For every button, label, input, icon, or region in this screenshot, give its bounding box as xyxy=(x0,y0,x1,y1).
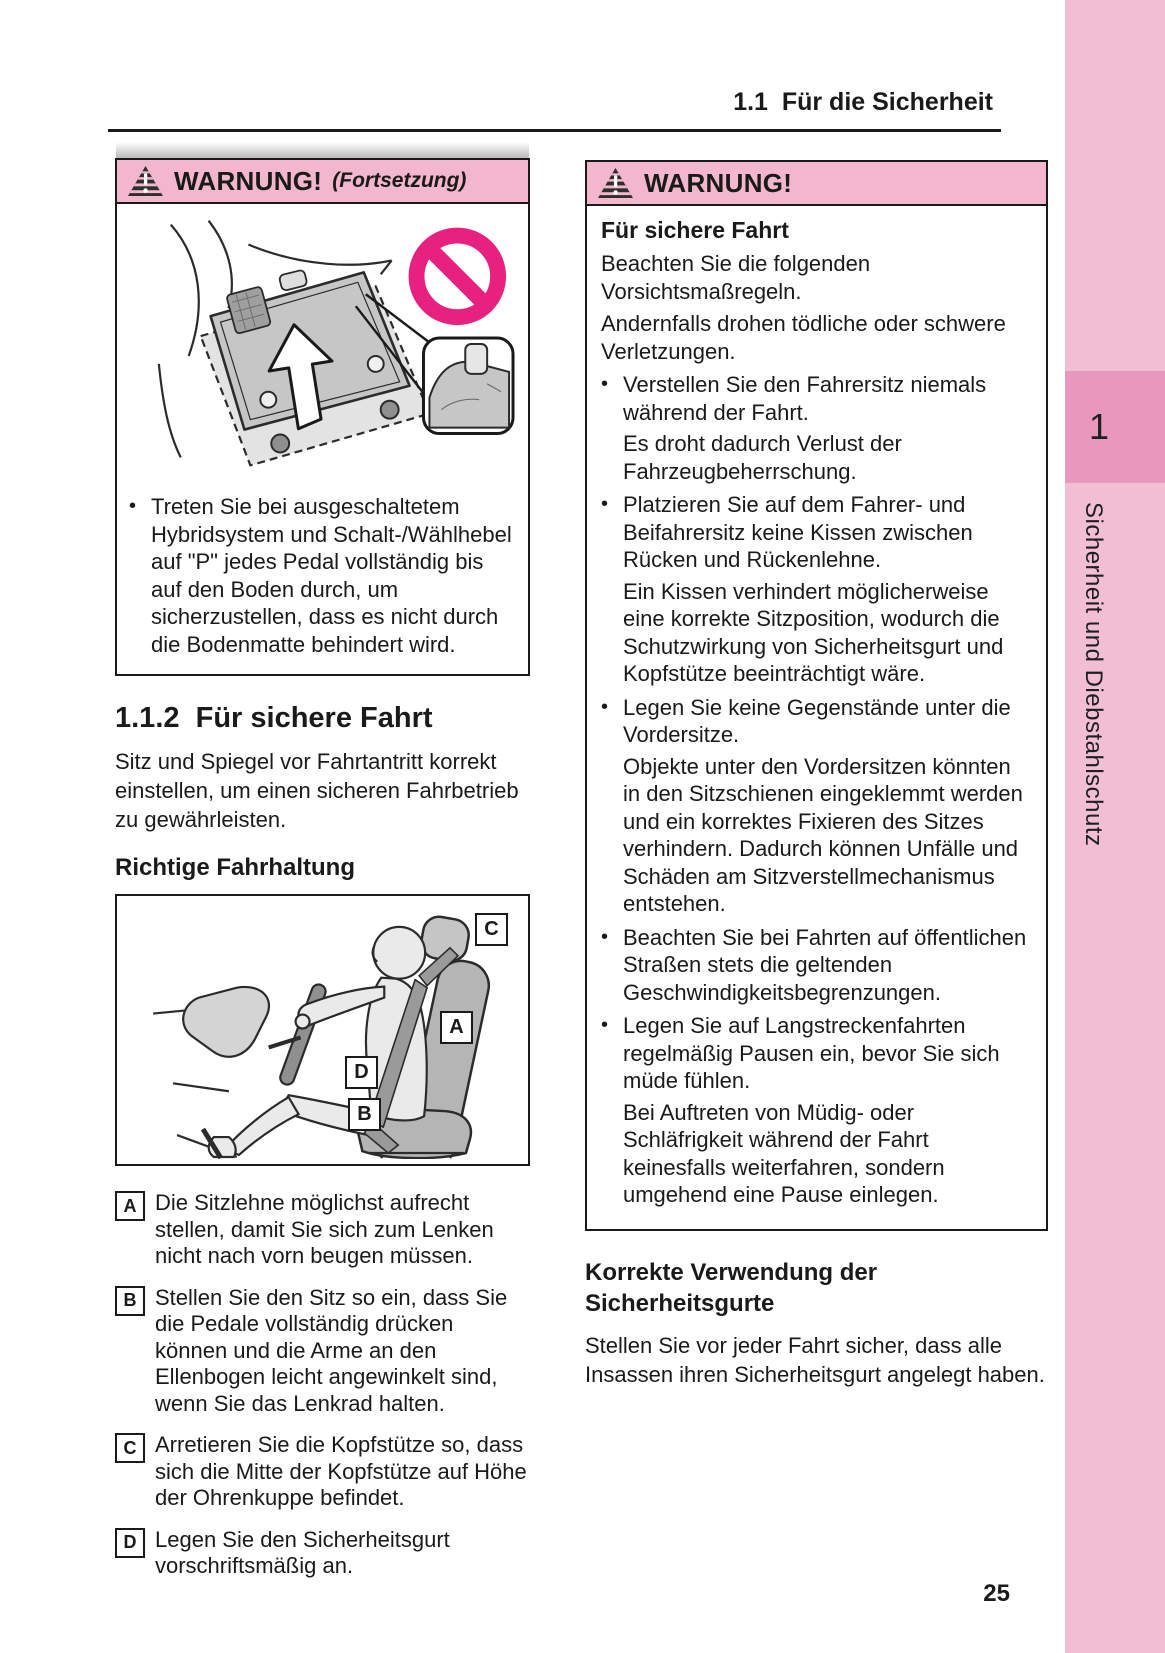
warning-continuation-label: (Fortsetzung) xyxy=(332,169,467,192)
floor-mat-figure xyxy=(157,219,515,467)
no-entry-icon xyxy=(408,227,507,326)
warning-paragraph: Beachten Sie die folgenden Vorsichtsmaßr… xyxy=(601,251,871,304)
item-text: Arretieren Sie die Kopfstütze so, dass s… xyxy=(155,1432,527,1510)
pedal xyxy=(200,1127,224,1160)
chapter-number: 1 xyxy=(1089,406,1110,447)
belt-section-heading: Korrekte Verwendung der Sicherheitsgurte xyxy=(585,1258,878,1317)
mat-hook-slot xyxy=(278,269,308,292)
steering-column xyxy=(268,1035,302,1050)
bullet-dot: • xyxy=(601,373,609,395)
warning-bullet: • Verstellen Sie den Fahrersitz niemals … xyxy=(601,371,1032,426)
page-title: 1.1 Für die Sicherheit xyxy=(733,88,993,116)
warning-bullet: • Legen Sie keine Gegenstände unter die … xyxy=(601,694,1032,749)
warning-body: • Treten Sie bei ausgeschaltetem Hybrids… xyxy=(117,204,528,674)
warning-triangle-icon xyxy=(598,167,633,199)
left-column: WARNUNG! (Fortsetzung) xyxy=(115,142,530,1595)
section-heading: 1.1.2 Für sichere Fahrt xyxy=(115,702,433,734)
list-item: C Arretieren Sie die Kopfstütze so, dass… xyxy=(115,1432,530,1512)
subsection-heading: Richtige Fahrhaltung xyxy=(115,854,355,881)
figure-label-a: A xyxy=(440,1011,473,1044)
page-number: 25 xyxy=(983,1580,1010,1607)
bullet-dot: • xyxy=(601,1014,609,1036)
warning-bullet-text: Verstellen Sie den Fahrersitz niemals wä… xyxy=(623,372,987,425)
bullet-dot: • xyxy=(601,695,609,718)
warning-triangle-icon xyxy=(128,165,163,197)
chapter-sidebar: 1 Sicherheit und Diebstahlschutz xyxy=(1065,0,1165,1653)
bullet-dot: • xyxy=(129,495,137,517)
callout-lines xyxy=(354,293,433,397)
list-item: A Die Sitzlehne möglichst aufrecht stell… xyxy=(115,1190,530,1270)
steering-wheel xyxy=(279,983,327,1086)
mat-eyelet xyxy=(259,390,278,409)
warning-body: Für sichere Fahrt Beachten Sie die folge… xyxy=(587,206,1046,1229)
chapter-vertical-title: Sicherheit und Diebstahlschutz xyxy=(1080,502,1107,847)
item-text: Stellen Sie den Sitz so ein, dass Sie di… xyxy=(155,1284,508,1416)
list-item: D Legen Sie den Sicherheitsgurt vorschri… xyxy=(115,1527,530,1580)
item-text: Legen Sie den Sicherheitsgurt vorschrift… xyxy=(155,1526,450,1579)
warning-bullet-note: Es droht dadurch Verlust der Fahrzeugbeh… xyxy=(623,431,902,484)
warning-bullet: • Treten Sie bei ausgeschaltetem Hybrids… xyxy=(129,493,516,658)
warning-header: WARNUNG! (Fortsetzung) xyxy=(117,160,528,204)
carpet-grommet xyxy=(379,399,400,420)
warning-bullet-note: Ein Kissen verhindert möglicherweise ein… xyxy=(623,578,1004,687)
warning-bullet-note: Bei Auftreten von Müdig- oder Schläfrigk… xyxy=(623,1099,945,1208)
driver-illustration xyxy=(153,915,491,1160)
floor-mat-inner-line xyxy=(219,281,401,421)
warning-subheading: Für sichere Fahrt xyxy=(601,217,789,243)
warning-bullet-text: Legen Sie auf Langstreckenfahrten regelm… xyxy=(623,1013,1000,1093)
warning-bullet: • Platzieren Sie auf dem Fahrer- und Bei… xyxy=(601,491,1032,574)
posture-list: A Die Sitzlehne möglichst aufrecht stell… xyxy=(115,1190,530,1580)
item-text: Die Sitzlehne möglichst aufrecht stellen… xyxy=(155,1190,494,1268)
mat-hook-inset xyxy=(421,336,515,436)
chapter-number-box: 1 xyxy=(1065,371,1165,483)
header-rule xyxy=(108,129,1001,132)
warning-bullet-text: Platzieren Sie auf dem Fahrer- und Beifa… xyxy=(623,492,973,572)
mat-eyelet xyxy=(366,354,385,373)
driving-posture-figure: C A D B xyxy=(115,894,530,1166)
warning-bullet-text: Beachten Sie bei Fahrten auf öffentliche… xyxy=(623,924,1027,1005)
item-key-b: B xyxy=(115,1285,145,1316)
figure-label-d: D xyxy=(345,1056,378,1089)
right-column: WARNUNG! Für sichere Fahrt Beachten Sie … xyxy=(585,160,1048,1389)
up-arrow-icon xyxy=(267,323,334,431)
carpet-grommet xyxy=(270,433,291,454)
warning-box-continued: WARNUNG! (Fortsetzung) xyxy=(115,158,530,676)
warning-bullet: • Beachten Sie bei Fahrten auf öffentlic… xyxy=(601,924,1032,1007)
warning-box-safe-driving: WARNUNG! Für sichere Fahrt Beachten Sie … xyxy=(585,160,1048,1231)
warning-bullet-note: Objekte unter den Vordersitzen könnten i… xyxy=(623,753,1023,917)
warning-continuation-shadow xyxy=(116,142,529,158)
bullet-dot: • xyxy=(601,925,609,948)
warning-bullet-text: Treten Sie bei ausgeschaltetem Hybridsys… xyxy=(151,494,512,657)
warning-paragraph: Andernfalls drohen tödliche oder schwere… xyxy=(601,311,1006,364)
dashboard xyxy=(153,985,270,1159)
warning-bullet: • Legen Sie auf Langstreckenfahrten rege… xyxy=(601,1012,1032,1095)
heel-pad xyxy=(226,286,272,335)
item-key-c: C xyxy=(115,1433,145,1463)
item-key-a: A xyxy=(115,1191,145,1221)
warning-title: WARNUNG! xyxy=(644,167,793,198)
figure-label-b: B xyxy=(348,1098,381,1131)
warning-header: WARNUNG! xyxy=(587,162,1046,206)
bullet-dot: • xyxy=(601,493,609,515)
list-item: B Stellen Sie den Sitz so ein, dass Sie … xyxy=(115,1285,530,1418)
warning-bullet-text: Legen Sie keine Gegenstände unter die Vo… xyxy=(623,694,1011,748)
figure-label-c: C xyxy=(475,913,508,946)
belt-section-text: Stellen Sie vor jeder Fahrt sicher, dass… xyxy=(585,1332,1045,1387)
section-intro: Sitz und Spiegel vor Fahrtantritt korrek… xyxy=(115,749,519,832)
warning-title: WARNUNG! xyxy=(174,165,323,196)
item-key-d: D xyxy=(115,1527,145,1558)
